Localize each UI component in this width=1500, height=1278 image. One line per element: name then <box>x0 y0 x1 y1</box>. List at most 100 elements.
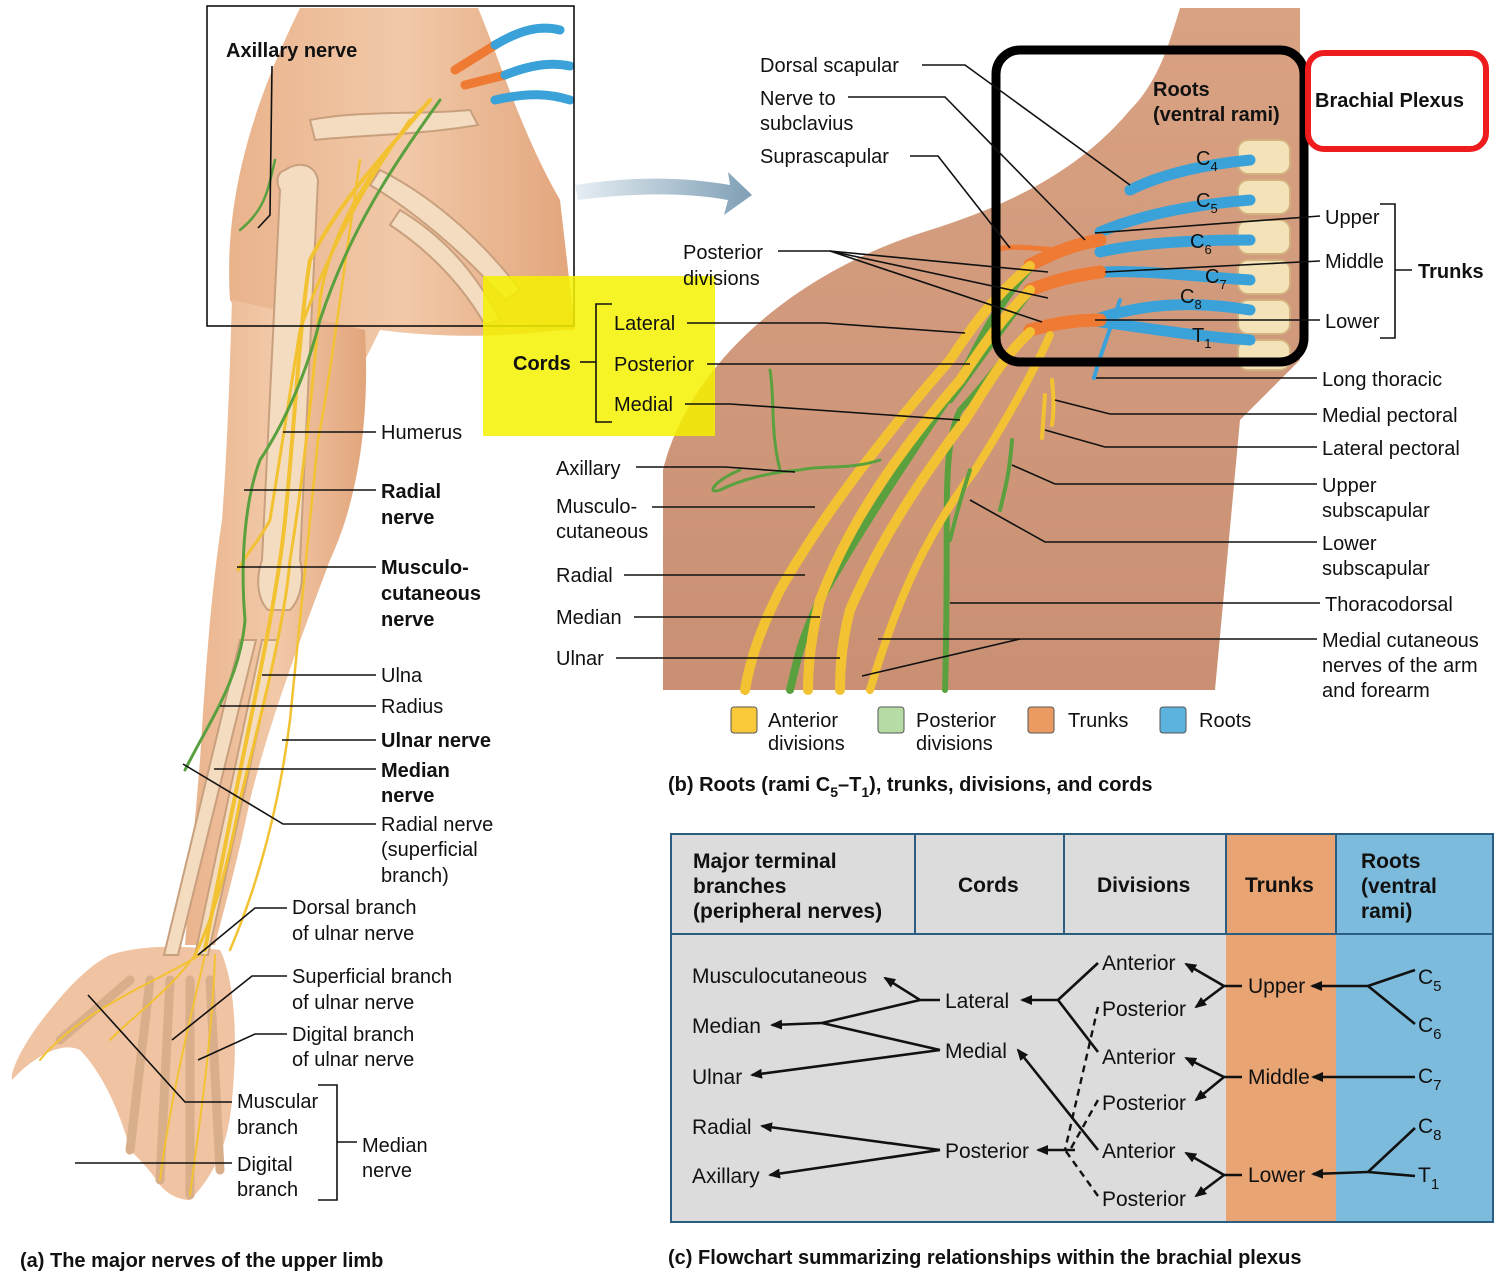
label-muscular-branch-1: Muscular <box>237 1091 318 1113</box>
label-axillary-b: Axillary <box>556 458 620 480</box>
header-branches-3: (peripheral nerves) <box>693 900 882 923</box>
header-trunks: Trunks <box>1245 874 1314 897</box>
root-label-t1: T1 <box>1192 325 1211 351</box>
brachial-plexus-red-box <box>1305 50 1489 152</box>
panel-b-labels: Brachial Plexus Roots (ventral rami) Dor… <box>513 55 1484 800</box>
label-radial-sup-2: (superficial <box>381 839 478 861</box>
label-dorsal-branch-2: of ulnar nerve <box>292 923 414 945</box>
legend-posterior-1: Posterior <box>916 710 996 732</box>
plexus-black-frame <box>991 45 1309 367</box>
label-median-b: Median <box>556 607 622 629</box>
label-musculo-2: cutaneous <box>381 583 481 605</box>
panel-a-labels: Axillary nerve Humerus Radial nerve Musc… <box>20 40 493 1272</box>
label-posterior-div-1: Posterior <box>683 242 763 264</box>
label-dorsal-branch-1: Dorsal branch <box>292 897 417 919</box>
label-medial-cord: Medial <box>614 394 673 416</box>
header-roots-1: Roots <box>1361 850 1421 873</box>
branch-axillary: Axillary <box>692 1165 760 1188</box>
label-radial-sup-1: Radial nerve <box>381 814 493 836</box>
label-suprascapular: Suprascapular <box>760 146 889 168</box>
panel-a-arm <box>11 5 752 1200</box>
flow-root-c6: C6 <box>1418 1014 1442 1043</box>
flow-root-c7: C7 <box>1418 1065 1442 1094</box>
label-radial-sup-3: branch) <box>381 865 449 887</box>
label-long-thoracic: Long thoracic <box>1322 369 1442 391</box>
vertebrae <box>1237 139 1291 371</box>
legend-posterior-2: divisions <box>916 733 993 755</box>
division-anterior-lower: Anterior <box>1102 1140 1176 1163</box>
label-muscular-branch-2: branch <box>237 1117 298 1139</box>
panel-c-flowchart: Major terminal branches (peripheral nerv… <box>668 833 1494 1269</box>
branch-radial: Radial <box>692 1116 752 1139</box>
label-lateral-cord: Lateral <box>614 313 675 335</box>
label-digital-ulnar-1: Digital branch <box>292 1024 414 1046</box>
cords-highlight <box>483 276 715 436</box>
header-cords: Cords <box>958 874 1019 897</box>
header-roots-3: rami) <box>1361 900 1412 923</box>
label-musculo-1: Musculo- <box>381 557 469 579</box>
label-superficial-branch-2: of ulnar nerve <box>292 992 414 1014</box>
branch-ulnar: Ulnar <box>692 1066 742 1089</box>
division-anterior-upper: Anterior <box>1102 952 1176 975</box>
flow-root-c8: C8 <box>1418 1115 1442 1144</box>
forearm-radius <box>162 639 258 956</box>
label-ulna: Ulna <box>381 665 423 687</box>
legend-swatch-trunks <box>1027 706 1055 734</box>
label-musculo-3: nerve <box>381 609 434 631</box>
hand-skin <box>11 946 235 1200</box>
label-median-nerve-hand-2: nerve <box>362 1160 412 1182</box>
trunk-middle: Middle <box>1248 1066 1310 1089</box>
caption-panel-a: (a) The major nerves of the upper limb <box>20 1250 383 1272</box>
label-dorsal-scapular: Dorsal scapular <box>760 55 899 77</box>
flowchart-trunks-column <box>1226 834 1336 1222</box>
clavicle-bone <box>308 108 480 142</box>
arm-nerves <box>39 23 575 1196</box>
label-humerus: Humerus <box>381 422 462 444</box>
label-axillary-nerve: Axillary nerve <box>226 40 357 62</box>
legend-swatch-anterior <box>730 706 758 734</box>
trunk-upper: Upper <box>1248 975 1305 998</box>
label-upper-trunk: Upper <box>1325 207 1380 229</box>
label-nerve-to-2: subclavius <box>760 113 853 135</box>
label-digital-ulnar-2: of ulnar nerve <box>292 1049 414 1071</box>
cord-medial: Medial <box>945 1040 1007 1063</box>
label-radial-nerve-1: Radial <box>381 481 441 503</box>
flowchart-roots-column <box>1336 834 1493 1222</box>
label-digital-branch-1: Digital <box>237 1154 293 1176</box>
label-musculo-b-2: cutaneous <box>556 521 648 543</box>
label-median-nerve-hand-1: Median <box>362 1135 428 1157</box>
flowchart-arrows <box>750 962 1416 1198</box>
label-lower-sub-2: subscapular <box>1322 558 1430 580</box>
label-upper-sub-2: subscapular <box>1322 500 1430 522</box>
trunk-lower: Lower <box>1248 1164 1305 1187</box>
caption-panel-b: (b) Roots (rami C5–T1), trunks, division… <box>668 774 1153 800</box>
label-radius: Radius <box>381 696 443 718</box>
flow-root-c5: C5 <box>1418 966 1442 995</box>
header-divisions: Divisions <box>1097 874 1190 897</box>
label-posterior-div-2: divisions <box>683 268 760 290</box>
label-medcut-3: and forearm <box>1322 680 1430 702</box>
label-medcut-2: nerves of the arm <box>1322 655 1478 677</box>
label-digital-branch-2: branch <box>237 1179 298 1201</box>
arm-skin <box>185 300 367 945</box>
label-medial-pectoral: Medial pectoral <box>1322 405 1458 427</box>
label-roots-1: Roots <box>1153 79 1210 101</box>
label-roots-2: (ventral rami) <box>1153 104 1280 126</box>
legend-trunks: Trunks <box>1068 710 1128 732</box>
zoom-arrow <box>575 172 752 215</box>
label-musculo-b-1: Musculo- <box>556 496 637 518</box>
divisions-cords <box>711 261 1056 695</box>
root-label-c4: C4 <box>1196 148 1218 174</box>
label-middle-trunk: Middle <box>1325 251 1384 273</box>
label-lower-sub-1: Lower <box>1322 533 1377 555</box>
header-branches-1: Major terminal <box>693 850 837 873</box>
flowchart-gray-area <box>671 834 1226 1222</box>
root-label-c8: C8 <box>1180 286 1202 312</box>
division-posterior-upper: Posterior <box>1102 998 1186 1021</box>
inset-frame <box>206 5 575 327</box>
label-medcut-1: Medial cutaneous <box>1322 630 1479 652</box>
cord-posterior: Posterior <box>945 1140 1029 1163</box>
roots-blue <box>1092 154 1256 380</box>
root-label-c7: C7 <box>1205 266 1227 292</box>
